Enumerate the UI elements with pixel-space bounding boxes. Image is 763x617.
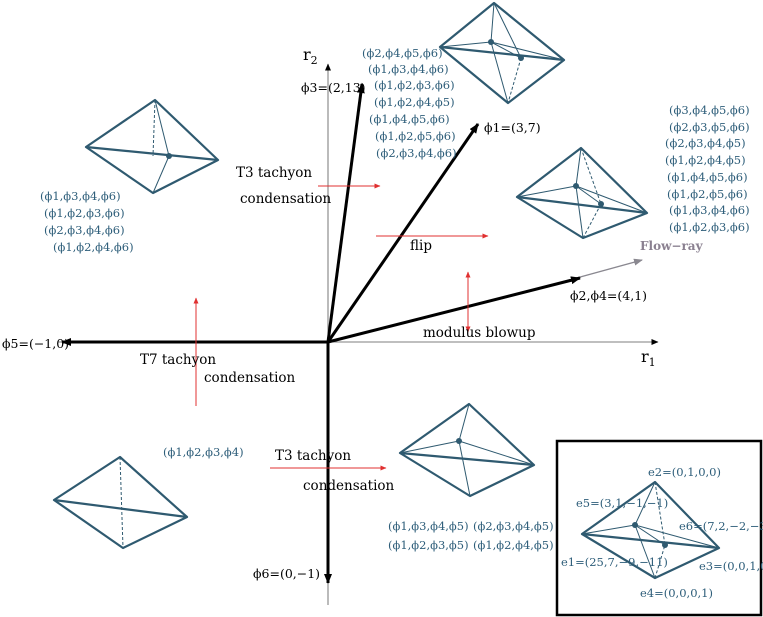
cone-label: (ϕ1,ϕ4,ϕ5,ϕ6) (667, 170, 748, 184)
cone-label: (ϕ2,ϕ3,ϕ4,ϕ5) (665, 136, 746, 150)
polytope-left (84, 98, 220, 195)
modulus-blowup-label: modulus blowup (423, 325, 535, 341)
cones-bottom: (ϕ1,ϕ2,ϕ3,ϕ4) (ϕ1,ϕ3,ϕ4,ϕ5) (ϕ1,ϕ2,ϕ3,ϕ5… (163, 445, 554, 552)
polytope-bottom-center (398, 402, 536, 498)
flow-ray-label: Flow−ray (640, 239, 704, 253)
cone-label: (ϕ1,ϕ2,ϕ5,ϕ6) (667, 187, 748, 201)
cone-label: (ϕ1,ϕ2,ϕ4,ϕ5) (665, 153, 746, 167)
cone-label: (ϕ1,ϕ2,ϕ3,ϕ4) (163, 445, 244, 459)
phi6-label: ϕ6=(0,−1) (253, 566, 320, 581)
cone-label: (ϕ1,ϕ3,ϕ4,ϕ6) (368, 62, 449, 76)
cone-label: (ϕ1,ϕ2,ϕ3,ϕ6) (44, 206, 125, 220)
cones-right: (ϕ3,ϕ4,ϕ5,ϕ6) (ϕ2,ϕ3,ϕ5,ϕ6) (ϕ2,ϕ3,ϕ4,ϕ5… (665, 103, 750, 234)
cone-label: (ϕ2,ϕ3,ϕ4,ϕ5) (473, 519, 554, 533)
t7-label-2: condensation (204, 370, 296, 386)
phi1-label: ϕ1=(3,7) (484, 120, 541, 135)
cone-label: (ϕ1,ϕ3,ϕ4,ϕ6) (669, 203, 750, 217)
t7-label-1: T7 tachyon (140, 352, 216, 368)
t3-bottom-label-1: T3 tachyon (275, 448, 351, 464)
vector-phi1 (326, 123, 480, 343)
cone-label: (ϕ1,ϕ2,ϕ4,ϕ6) (53, 240, 134, 254)
inset-box: e2=(0,1,0,0) e5=(3,1,−1,−1) e6=(7,2,−2,−… (555, 439, 763, 617)
inset-e2: e2=(0,1,0,0) (648, 465, 721, 479)
t3-top-label-2: condensation (240, 191, 332, 207)
cone-label: (ϕ1,ϕ3,ϕ4,ϕ6) (40, 189, 121, 203)
polytope-right (515, 146, 649, 240)
cone-label: (ϕ1,ϕ4,ϕ5,ϕ6) (369, 112, 450, 126)
phi24-label: ϕ2,ϕ4=(4,1) (570, 288, 647, 303)
cone-label: (ϕ1,ϕ2,ϕ3,ϕ6) (374, 78, 455, 92)
inset-e4: e4=(0,0,0,1) (640, 586, 713, 600)
phi3-label: ϕ3=(2,13) (301, 80, 366, 95)
cone-label: (ϕ2,ϕ3,ϕ5,ϕ6) (669, 120, 750, 134)
cone-label: (ϕ1,ϕ2,ϕ4,ϕ5) (374, 95, 455, 109)
r1-axis-label: r1 (641, 347, 656, 369)
cone-label: (ϕ1,ϕ2,ϕ3,ϕ6) (669, 220, 750, 234)
inset-e3: e3=(0,0,1,0) (699, 559, 763, 573)
cone-label: (ϕ1,ϕ2,ϕ4,ϕ5) (473, 538, 554, 552)
cone-label: (ϕ2,ϕ4,ϕ5,ϕ6) (362, 46, 443, 60)
cones-left: (ϕ1,ϕ3,ϕ4,ϕ6) (ϕ1,ϕ2,ϕ3,ϕ6) (ϕ2,ϕ3,ϕ4,ϕ6… (40, 189, 134, 254)
polytope-bottom-left (52, 455, 189, 550)
phi5-label: ϕ5=(−1,0) (2, 336, 69, 351)
inset-e6: e6=(7,2,−2,−3) (679, 519, 763, 533)
cones-top-center: (ϕ2,ϕ4,ϕ5,ϕ6) (ϕ1,ϕ3,ϕ4,ϕ6) (ϕ1,ϕ2,ϕ3,ϕ6… (362, 46, 457, 160)
t3-bottom-label-2: condensation (303, 478, 395, 494)
vector-phi3 (326, 83, 365, 343)
t3-top-label-1: T3 tachyon (236, 165, 312, 181)
cone-label: (ϕ1,ϕ2,ϕ5,ϕ6) (375, 129, 456, 143)
cone-label: (ϕ2,ϕ3,ϕ4,ϕ6) (44, 223, 125, 237)
inset-e5: e5=(3,1,−1,−1) (576, 496, 668, 510)
inset-e1: e1=(25,7,−9,−11) (561, 555, 668, 569)
vector-phi24 (327, 276, 581, 344)
cone-label: (ϕ3,ϕ4,ϕ5,ϕ6) (669, 103, 750, 117)
cone-label: (ϕ1,ϕ2,ϕ3,ϕ5) (388, 538, 469, 552)
cone-label: (ϕ2,ϕ3,ϕ4,ϕ6) (376, 146, 457, 160)
flip-label: flip (410, 238, 432, 254)
polytope-top-center (438, 1, 566, 105)
cone-label: (ϕ1,ϕ3,ϕ4,ϕ5) (388, 519, 469, 533)
r2-axis-label: r2 (303, 45, 318, 67)
